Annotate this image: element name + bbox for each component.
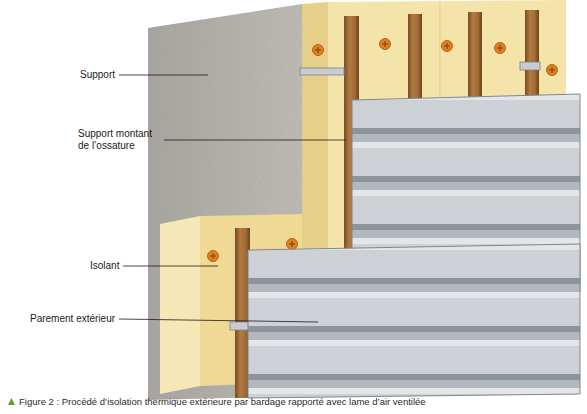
part-label: Support montant de l’ossature <box>78 128 160 152</box>
leader-lines <box>119 75 346 322</box>
part-label: Support <box>80 69 115 81</box>
part-label: Parement extérieur <box>30 313 115 325</box>
figure-caption: Figure 2 : Procédé d’isolation thermique… <box>19 396 426 408</box>
caption-marker <box>8 398 15 405</box>
part-label: Isolant <box>90 260 119 272</box>
metal-cladding <box>248 244 580 398</box>
insulation-side <box>160 216 200 394</box>
